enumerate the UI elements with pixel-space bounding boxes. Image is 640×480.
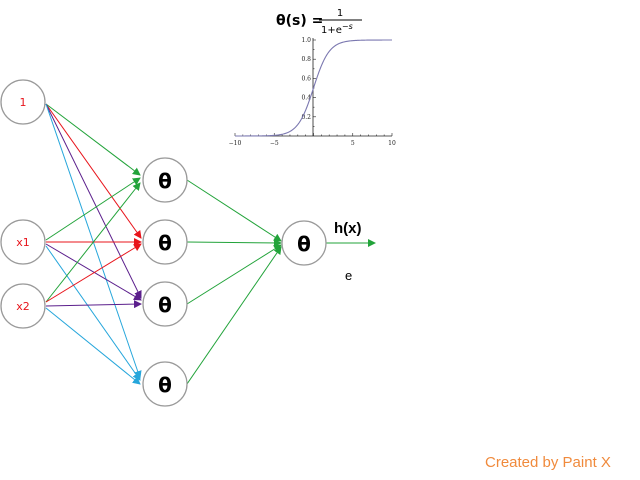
input-node-x1-label: x1 [16,236,30,249]
plot-y-tick-label: 0.4 [301,95,311,102]
input-node-bias [0,79,46,125]
output-node [281,220,327,266]
edge-arrow-cyan [45,245,141,381]
output-node-label: θ [297,232,311,256]
plot-x-tick-label: 10 [388,140,396,147]
edge-arrow-purple [45,243,142,301]
formula-denominator-exp: −s [342,22,353,31]
edge-arrow-green [45,182,141,303]
plot-y-tick-label: 0.2 [301,114,311,121]
plot-y-tick-label: 0.6 [301,75,311,82]
hidden-node-2-label: θ [158,231,172,255]
input-node-x1 [0,219,46,265]
input-node-x2 [0,283,46,329]
edge-arrow-red [45,103,142,239]
edge-arrow-red [45,243,142,303]
edge-arrow-green [186,246,282,385]
sigmoid-plot: −10 −5 5 10 0.2 0.4 0.6 0.8 1.0 [229,37,396,147]
hidden-node-3 [142,281,188,327]
sigmoid-formula: θ(s) = 1 1+e−s [276,8,362,36]
input-node-x2-label: x2 [16,300,30,313]
edge-arrow-cyan [45,307,141,385]
nodes-group: 1 x1 x2 θ θ θ θ θ [0,79,327,407]
edges-group [45,103,376,385]
edge-arrow-purple [45,103,142,299]
hidden-node-2 [142,219,188,265]
formula-lhs: θ(s) = [276,13,323,29]
hidden-node-1 [142,157,188,203]
plot-x-tick-label: 5 [351,140,355,147]
edge-arrow-green [186,238,282,247]
plot-y-tick-label: 1.0 [301,37,311,44]
hidden-node-1-label: θ [158,169,172,193]
output-label-hx: h(x) [334,220,362,237]
sigmoid-curve [235,39,392,137]
edge-arrow-green [45,177,141,241]
plot-x-tick-label: −5 [270,140,279,147]
plot-x-tick-label: −10 [229,140,242,147]
hidden-node-4 [142,361,188,407]
edge-arrow-green [186,244,282,305]
formula-denominator-base: 1+e [321,25,342,36]
formula-denominator: 1+e−s [321,22,353,36]
input-node-bias-label: 1 [20,96,27,109]
edge-arrow-purple [45,300,142,309]
edge-arrow-green [45,103,141,176]
edge-arrow-cyan [45,103,142,379]
output-label-e: e [345,268,352,283]
formula-numerator: 1 [337,8,343,19]
watermark-text: Created by Paint X [485,454,611,471]
edge-arrow-green [186,179,282,242]
hidden-node-3-label: θ [158,293,172,317]
plot-y-tick-label: 0.8 [301,56,311,63]
hidden-node-4-label: θ [158,373,172,397]
